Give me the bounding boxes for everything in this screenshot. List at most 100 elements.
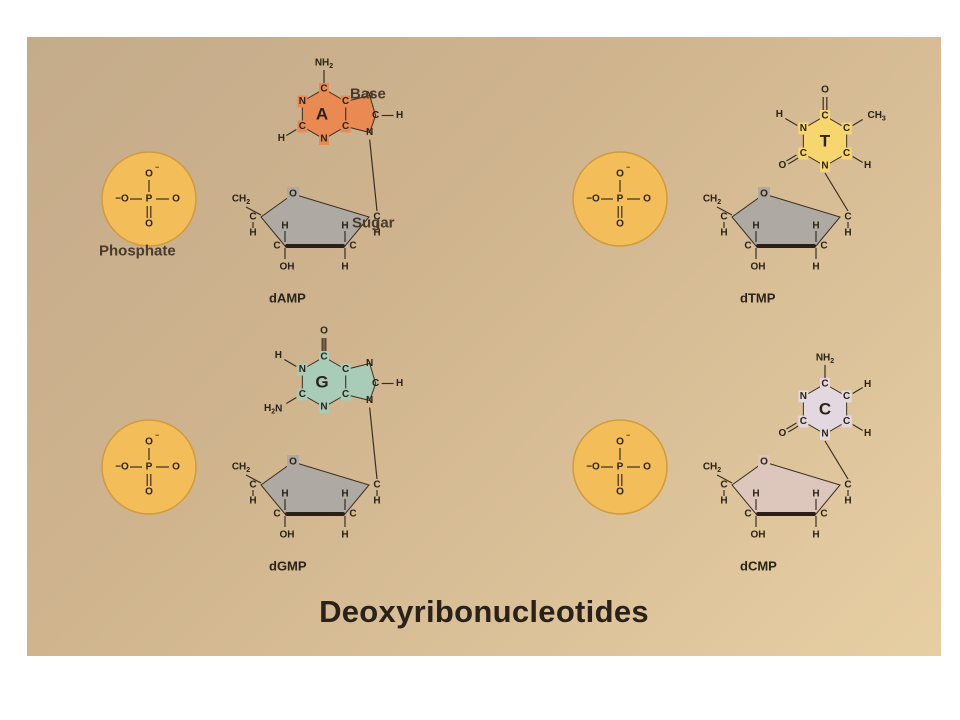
atom-c: C: [320, 352, 327, 363]
bond-c-o-double: [787, 425, 799, 433]
atom-p: P: [146, 194, 153, 205]
atom-o: O: [821, 85, 829, 96]
atom-c: C: [843, 391, 850, 402]
atom-o: O: [643, 194, 651, 205]
atom-h: H: [864, 428, 871, 439]
atom-o: O: [145, 437, 153, 448]
atom-h: H: [281, 489, 288, 500]
atom-h: H: [281, 221, 288, 232]
atom-c: C: [843, 416, 850, 427]
bond-c5-c4: [245, 206, 262, 216]
atom-c: C: [342, 389, 349, 400]
atom-c: C: [273, 241, 280, 252]
atom-n: N: [299, 364, 306, 375]
label-phosphate: Phosphate: [99, 243, 176, 260]
charge-minus: −: [626, 433, 630, 440]
atom-c: C: [320, 84, 327, 95]
atom-bg: [297, 120, 308, 133]
atom-bg: [340, 363, 351, 376]
atom-h: H: [864, 160, 871, 171]
atom-o: O: [320, 326, 328, 337]
atom-c: C: [720, 480, 727, 491]
atom-bg: [798, 390, 809, 403]
bond-c5-c4: [716, 474, 733, 484]
phosphate-circle: [572, 151, 668, 247]
bond-n-h: [785, 117, 798, 127]
atom-o: O: [145, 219, 153, 230]
atom-bg: [340, 388, 351, 401]
atom-c: C: [373, 480, 380, 491]
atom-h: H: [341, 262, 348, 273]
atom-o: O: [778, 160, 786, 171]
atom-bg: [758, 455, 770, 468]
atom-c: C: [843, 123, 850, 134]
atom-n: N: [366, 127, 373, 138]
atom-n: N: [320, 134, 327, 145]
phosphate-circle: [572, 419, 668, 515]
sugar-ring: [731, 193, 841, 247]
atom-ch2: CH2: [703, 462, 721, 474]
atom-c: C: [342, 121, 349, 132]
atom-o-minus: −O: [115, 462, 129, 473]
bond-c-o-double: [786, 154, 797, 162]
atom-oh: OH: [751, 262, 766, 273]
atom-o: O: [616, 219, 624, 230]
atom-h: H: [341, 489, 348, 500]
atom-c: C: [372, 110, 379, 121]
atom-h: H: [249, 496, 256, 507]
atom-c: C: [299, 121, 306, 132]
bond-c-h: [852, 155, 863, 164]
atom-bg: [820, 378, 830, 390]
bond-c5-c4: [245, 474, 262, 484]
atom-o: O: [643, 462, 651, 473]
atom-c: C: [342, 96, 349, 107]
atom-n: N: [320, 402, 327, 413]
atom-bg: [319, 83, 329, 95]
atom-c: C: [820, 509, 827, 520]
atom-bg: [841, 122, 852, 135]
atom-h: H: [844, 496, 851, 507]
atom-h: H: [249, 228, 256, 239]
atom-ch2: CH2: [703, 194, 721, 206]
atom-c: C: [372, 378, 379, 389]
atom-h: H: [812, 221, 819, 232]
atom-bg: [798, 122, 809, 135]
atom-h: H: [373, 228, 380, 239]
atom-p: P: [617, 462, 624, 473]
atom-h: H: [720, 228, 727, 239]
atom-c: C: [299, 389, 306, 400]
base-letter: A: [316, 105, 328, 124]
atom-o: O: [616, 487, 624, 498]
atom-o: O: [289, 457, 297, 468]
atom-bg: [820, 110, 830, 122]
atom-h: H: [752, 221, 759, 232]
atom-h: H: [776, 109, 783, 120]
atom-c: C: [720, 212, 727, 223]
atom-c: C: [273, 509, 280, 520]
atom-c: C: [249, 212, 256, 223]
bond-c-h: [852, 423, 863, 432]
atom-o-minus: −O: [115, 194, 129, 205]
sugar-ring: [731, 461, 841, 515]
atom-h: H: [275, 350, 282, 361]
atom-n: N: [366, 90, 373, 101]
base-letter: C: [819, 400, 831, 419]
label-base: Base: [350, 86, 386, 103]
atom-c: C: [373, 212, 380, 223]
bond-c-n: [286, 396, 297, 405]
phosphate-circle: [101, 419, 197, 515]
atom-c: C: [821, 379, 828, 390]
atom-bg: [319, 133, 329, 145]
atom-h: H: [341, 530, 348, 541]
atom-bg: [340, 120, 351, 133]
bond-c-o-double: [787, 157, 799, 165]
label-sugar: Sugar: [352, 215, 395, 232]
